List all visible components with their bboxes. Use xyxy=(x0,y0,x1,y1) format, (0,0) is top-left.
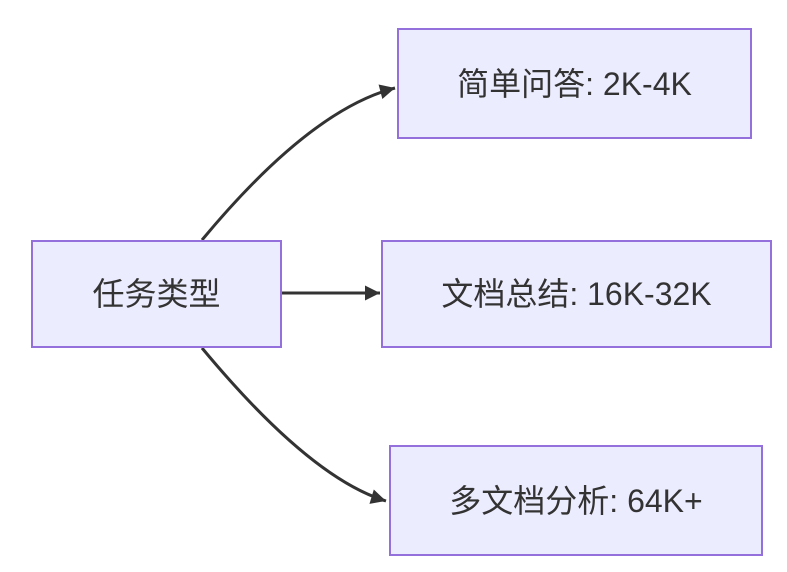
edge-task-to-simple-qa xyxy=(200,84,396,241)
node-multi-doc-analysis-label: 多文档分析: 64K+ xyxy=(449,482,703,519)
node-simple-qa: 简单问答: 2K-4K xyxy=(397,28,752,139)
edge-task-to-multi-doc xyxy=(200,347,387,504)
node-multi-doc-analysis: 多文档分析: 64K+ xyxy=(389,445,763,556)
node-doc-summary-label: 文档总结: 16K-32K xyxy=(441,276,712,312)
node-simple-qa-label: 简单问答: 2K-4K xyxy=(457,65,692,102)
node-doc-summary: 文档总结: 16K-32K xyxy=(381,240,772,348)
node-task-type-label: 任务类型 xyxy=(92,276,221,312)
node-task-type: 任务类型 xyxy=(31,240,282,348)
